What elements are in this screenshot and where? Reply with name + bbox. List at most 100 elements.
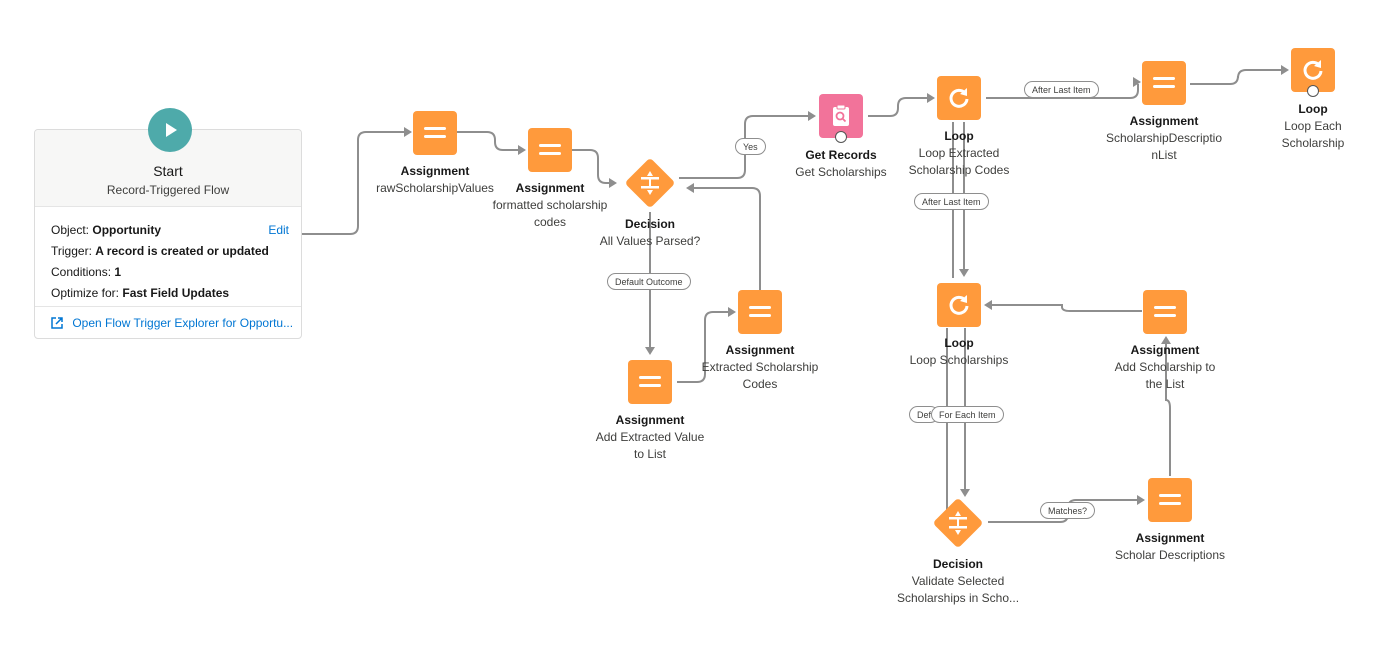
element-label: Decision Validate Selected Scholarships … [893,556,1023,607]
element-type: Assignment [1130,343,1200,357]
element-label: Get Records Get Scholarships [771,147,911,181]
end-connector-dot[interactable] [1307,85,1319,97]
element-name-line2: nList [1151,148,1177,162]
connector-arrowhead [404,127,412,137]
connector-label-after-last-item[interactable]: After Last Item [1024,81,1099,98]
clipboard-search-icon[interactable] [819,94,863,138]
element-name: Add Extracted Value to List [595,430,705,461]
equals-icon[interactable] [1148,478,1192,522]
start-object-row: Object: Opportunity Edit [51,220,289,241]
element-type: Loop [944,129,974,143]
equals-icon[interactable] [738,290,782,334]
play-icon [148,108,192,152]
element-name: Loop Extracted Scholarship Codes [908,146,1010,177]
conditions-label: Conditions: [51,265,112,279]
element-name: Scholar Descriptions [1114,548,1226,562]
start-trigger-row: Trigger: A record is created or updated [51,241,289,262]
element-name: Loop Scholarships [909,353,1009,367]
external-link-icon [51,317,63,332]
start-conditions-row: Conditions: 1 [51,262,289,283]
connector-scholar-descriptions-to-add-scholarship[interactable] [1165,340,1171,476]
loop-icon[interactable] [937,283,981,327]
start-node[interactable]: Start Record-Triggered Flow Object: Oppo… [34,108,302,340]
connector-label-for-each-item[interactable]: For Each Item [931,406,1004,423]
connector-desc-list-to-loop-each[interactable] [1190,69,1286,85]
optimize-value: Fast Field Updates [122,286,230,300]
equals-icon[interactable] [628,360,672,404]
element-label: Loop Loop Extracted Scholarship Codes [899,128,1019,179]
element-label: Assignment Add Extracted Value to List [590,412,710,463]
connector-formatted-to-decision[interactable] [572,149,614,184]
connector-add-extracted-to-extracted-codes[interactable] [677,311,734,383]
start-title: Start [153,163,183,179]
element-name: Add Scholarship to the List [1114,360,1216,391]
element-label: Decision All Values Parsed? [580,216,720,250]
element-label: Assignment formatted scholarship codes [485,180,615,231]
connector-arrowhead [959,269,969,277]
element-label: Assignment Extracted Scholarship Codes [700,342,820,393]
connector-arrowhead [728,307,736,317]
element-type: Assignment [725,343,795,357]
trigger-label: Trigger: [51,244,92,258]
end-connector-dot[interactable] [835,131,847,143]
element-name-line1: ScholarshipDescriptio [1105,131,1223,145]
connector-arrowhead [1161,336,1171,344]
edit-link[interactable]: Edit [268,223,289,237]
connector-label-default-outcome[interactable]: Default Outcome [607,273,691,290]
element-name: Validate Selected Scholarships in Scho..… [896,574,1020,605]
element-label: Assignment rawScholarshipValues [365,163,505,197]
connector-label-yes[interactable]: Yes [735,138,766,155]
element-name: Extracted Scholarship Codes [701,360,819,391]
equals-icon[interactable] [528,128,572,172]
connector-arrowhead [518,145,526,155]
element-name: formatted scholarship codes [492,198,608,229]
connector-arrowhead [1137,495,1145,505]
decision-icon[interactable] [928,493,988,553]
element-label: Loop Loop Each Scholarship [1268,101,1358,152]
decision-icon[interactable] [620,153,680,213]
connector-arrowhead [808,111,816,121]
element-type: Decision [932,557,983,571]
connector-get-records-to-loop-extracted[interactable] [868,97,933,117]
equals-icon[interactable] [413,111,457,155]
element-type: Assignment [1129,114,1199,128]
optimize-label: Optimize for: [51,286,120,300]
connector-extracted-codes-to-decision[interactable] [692,187,761,290]
trigger-value: A record is created or updated [95,244,269,258]
element-type: Assignment [1135,531,1205,545]
element-type: Assignment [400,164,470,178]
element-type: Loop [1298,102,1328,116]
element-label: Assignment Add Scholarship to the List [1110,342,1220,393]
element-label: Loop Loop Scholarships [889,335,1029,369]
connector-arrowhead [686,183,694,193]
element-type: Assignment [615,413,685,427]
loop-icon[interactable] [937,76,981,120]
connector-arrowhead [1281,65,1289,75]
element-label: Assignment Scholar Descriptions [1100,530,1240,564]
element-name: All Values Parsed? [599,234,701,248]
object-value: Opportunity [92,223,162,237]
flow-trigger-explorer-link[interactable]: Open Flow Trigger Explorer for Opportu..… [35,306,301,340]
element-name: Get Scholarships [795,165,887,179]
conditions-value: 1 [114,265,122,279]
connector-arrowhead [984,300,992,310]
equals-icon[interactable] [1143,290,1187,334]
connector-label-after-last-item-loop[interactable]: After Last Item [914,193,989,210]
loop-icon[interactable] [1291,48,1335,92]
connector-arrowhead [645,347,655,355]
element-type: Assignment [515,181,585,195]
element-type: Get Records [805,148,877,162]
start-optimize-row: Optimize for: Fast Field Updates [51,283,289,304]
start-subtitle: Record-Triggered Flow [106,183,230,197]
connector-add-scholarship-to-loop[interactable] [990,304,1142,312]
connector-start-to-raw[interactable] [302,131,410,235]
explorer-link-text: Open Flow Trigger Explorer for Opportu..… [72,316,294,330]
connector-loop-extracted-after-last[interactable] [986,84,1139,99]
connector-arrowhead [927,93,935,103]
element-name: rawScholarshipValues [376,181,494,195]
connector-label-matches[interactable]: Matches? [1040,502,1096,519]
equals-icon[interactable] [1142,61,1186,105]
start-details: Object: Opportunity Edit Trigger: A reco… [51,220,289,304]
connector-raw-to-formatted[interactable] [457,131,524,151]
